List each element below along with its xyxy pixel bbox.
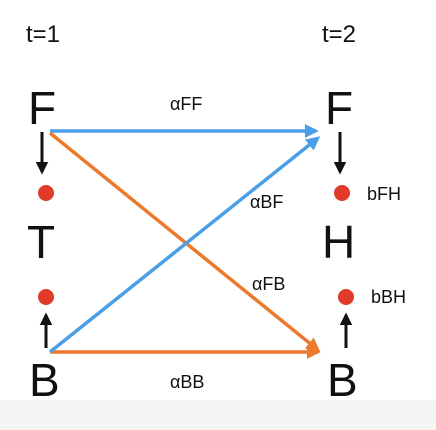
transition-label-fb: αFB	[252, 274, 285, 294]
emission-dot-left-lower	[38, 289, 54, 305]
transition-arrow-fb	[48, 131, 321, 352]
state-left-top: F	[28, 82, 56, 134]
state-right-top: F	[325, 82, 353, 134]
time-label-right: t=2	[322, 21, 356, 48]
emission-dot-right-upper	[334, 185, 350, 201]
emission-label-bh: bBH	[371, 287, 406, 307]
emission-dot-right-lower	[338, 289, 354, 305]
time-label-left: t=1	[26, 21, 60, 48]
state-right-bottom: B	[327, 354, 358, 406]
footer-band	[0, 400, 436, 430]
state-left-middle: T	[27, 216, 55, 268]
state-right-middle: H	[322, 216, 355, 268]
emission-dot-left-upper	[38, 185, 54, 201]
emission-label-fh: bFH	[367, 184, 401, 204]
transition-arrow-bf	[48, 136, 321, 354]
state-left-bottom: B	[29, 354, 60, 406]
transition-label-ff: αFF	[170, 94, 202, 114]
transition-label-bf: αBF	[250, 192, 283, 212]
transition-label-bb: αBB	[170, 372, 204, 392]
